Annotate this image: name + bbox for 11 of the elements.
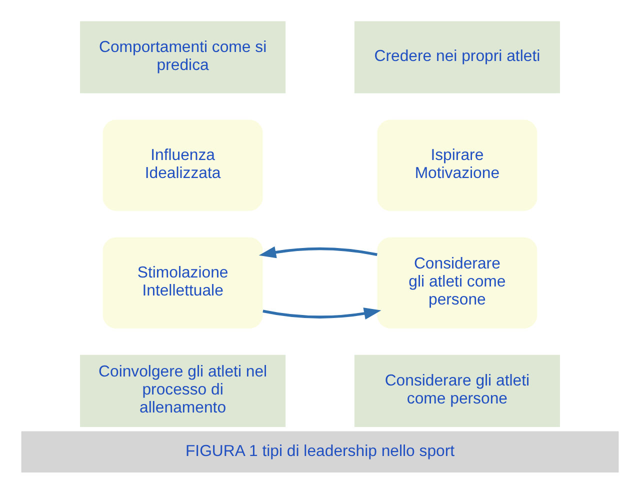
node-box: Ispirare Motivazione [377,120,538,211]
node-box: Coinvolgere gli atleti nel processo di allenamento [80,354,286,427]
node-box: Comportamenti come si predica [80,21,286,94]
node-box: Stimolazione Intellettuale [102,237,263,328]
node-box: Influenza Idealizzata [102,120,263,211]
node-box: Considerare gli atleti come persone [377,237,538,328]
caption: FIGURA 1 tipi di leadership nello sport [185,443,455,460]
node-box: Credere nei propri atleti [354,21,560,94]
node-box: Considerare gli atleti come persone [354,354,560,427]
arrow [262,308,382,320]
arrow [258,246,378,258]
